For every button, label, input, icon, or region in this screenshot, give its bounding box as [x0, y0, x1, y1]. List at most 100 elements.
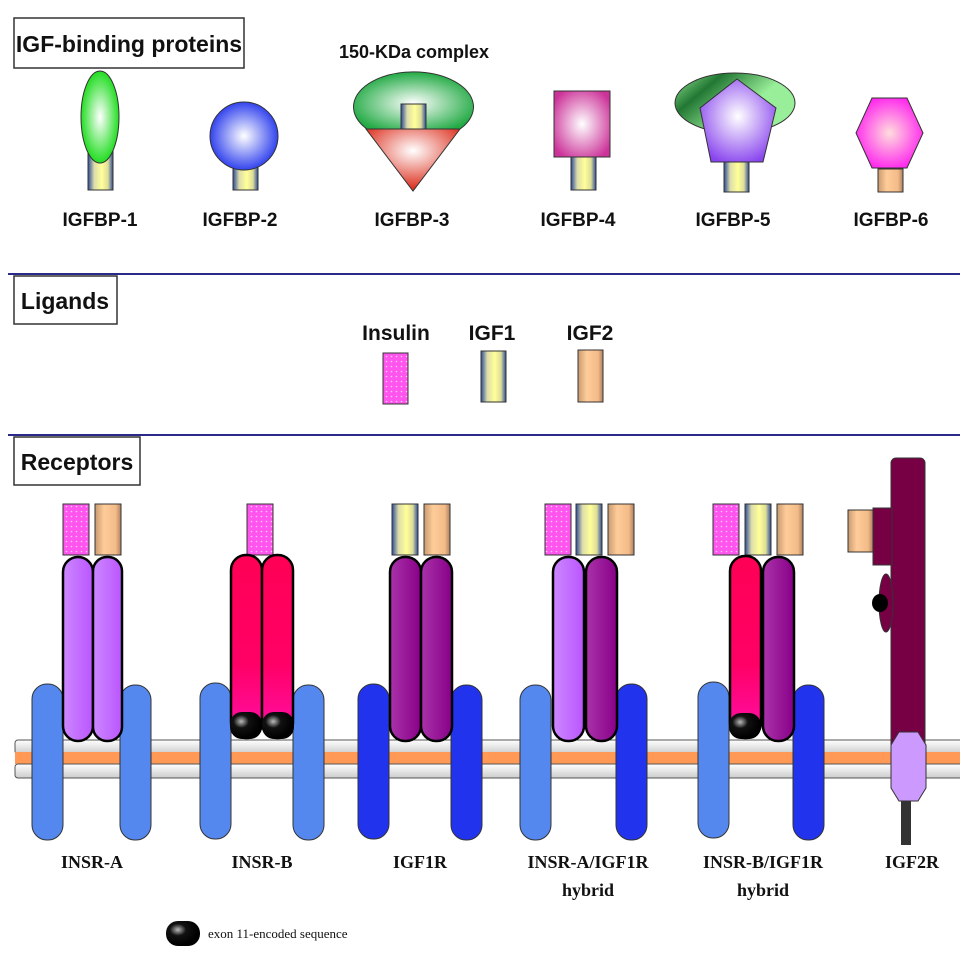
beta-subunit: [31, 683, 64, 841]
igfbp-1-ellipse-icon: [80, 70, 120, 164]
insulin-ligand-icon: [544, 503, 572, 556]
alpha-subunit: [419, 555, 454, 743]
legend-label: exon 11-encoded sequence: [208, 926, 348, 941]
alpha-subunit: [761, 555, 796, 743]
complex-label: 150-KDa complex: [339, 42, 489, 62]
igfbp-3-triangle-icon: [364, 128, 462, 192]
exon11-legend-icon: [166, 921, 200, 946]
receptor-label: INSR-B/IGF1R: [703, 852, 824, 872]
igfbp-2-circle-icon: [209, 101, 279, 171]
acid-labile-subunit-icon: [353, 71, 474, 130]
igf2r-extracellular-domain: [890, 457, 926, 769]
igfbp-4: IGFBP-4: [541, 90, 616, 231]
beta-subunit: [519, 684, 552, 841]
igf2-ligand-icon: [847, 509, 874, 553]
alpha-subunit: [584, 555, 619, 743]
ligand-insulin: Insulin: [362, 322, 430, 405]
igf1-ligand-icon: [570, 156, 597, 191]
alpha-subunit: [91, 555, 124, 743]
receptor-label: INSR-B: [231, 852, 292, 872]
igf2r-cytoplasmic-tail: [901, 800, 911, 845]
alpha-subunit: [260, 553, 295, 740]
igfbp-label: IGFBP-2: [203, 210, 278, 231]
beta-subunit: [450, 684, 483, 841]
igfbp-6-hexagon-icon: [855, 97, 924, 169]
igfbp-label: IGFBP-1: [63, 210, 138, 231]
igfbp-label: IGFBP-6: [854, 210, 929, 231]
igf2r-bound-marker-icon: [872, 594, 888, 612]
beta-subunit: [615, 683, 648, 841]
igf2-ligand-icon: [577, 349, 604, 403]
igfbp-label: IGFBP-5: [696, 210, 771, 231]
beta-subunit: [292, 684, 325, 841]
receptor-insr-a-igf1r-hybrid: INSR-A/IGF1R hybrid: [519, 503, 650, 900]
exon11-sequence-icon: [230, 712, 262, 739]
receptor-label: INSR-A/IGF1R: [527, 852, 649, 872]
beta-subunit: [792, 684, 825, 841]
beta-subunit: [357, 683, 390, 840]
ligand-igf2: IGF2: [567, 322, 614, 403]
igf1-ligand-icon: [480, 350, 507, 403]
section-title: Receptors: [21, 449, 133, 475]
alpha-subunit: [728, 554, 763, 740]
receptor-label: INSR-A: [61, 852, 123, 872]
igf1-ligand-icon: [391, 503, 419, 556]
igfbp-label: IGFBP-3: [375, 210, 450, 231]
igf2r-binding-domain: [872, 507, 893, 566]
receptor-label: hybrid: [562, 880, 614, 900]
receptor-igf1r: IGF1R: [357, 503, 483, 872]
igf2-ligand-icon: [607, 503, 635, 556]
section-header-box: [13, 275, 118, 325]
igf2r-transmembrane-domain: [890, 731, 927, 802]
beta-subunit: [697, 681, 730, 839]
igf2-ligand-icon: [423, 503, 451, 556]
alpha-subunit: [551, 555, 586, 743]
receptor-label: hybrid: [737, 880, 789, 900]
insulin-ligand-icon: [382, 352, 409, 405]
igfbp-4-square-icon: [553, 90, 611, 158]
igf2-ligand-icon: [94, 503, 122, 556]
alpha-subunit: [61, 555, 95, 743]
igfbp-5-pentagon-icon: [699, 78, 777, 163]
igfbp-label: IGFBP-4: [541, 210, 616, 231]
igfbp-6: IGFBP-6: [854, 97, 929, 231]
receptor-label: IGF1R: [393, 852, 448, 872]
receptor-insr-b: INSR-B: [199, 503, 325, 872]
insulin-ligand-icon: [712, 503, 740, 556]
exon11-sequence-icon: [262, 712, 294, 739]
section-title: IGF-binding proteins: [16, 31, 242, 57]
receptor-igf2r: IGF2R: [847, 457, 940, 872]
igf2-ligand-icon: [877, 168, 904, 193]
section-header-box: [13, 436, 141, 486]
ligand-igf1: IGF1: [469, 322, 516, 403]
section-receptors: Receptors INSR-A INSR-B: [13, 436, 960, 946]
section-igf-binding-proteins: IGF-binding proteins 150-KDa complex IGF…: [13, 17, 929, 231]
igf1-ligand-icon: [744, 503, 772, 556]
legend: exon 11-encoded sequence: [166, 921, 348, 946]
beta-subunit: [199, 682, 232, 840]
section-header-box: [13, 17, 245, 69]
ligand-label: IGF1: [469, 322, 516, 345]
section-ligands: Ligands Insulin IGF1 IGF2: [13, 275, 614, 405]
igfbp-3: IGFBP-3: [353, 71, 474, 231]
igf1-ligand-icon: [575, 503, 603, 556]
alpha-subunit: [388, 555, 423, 743]
igfbp-1: IGFBP-1: [63, 70, 138, 231]
insulin-ligand-icon: [246, 503, 274, 556]
section-title: Ligands: [21, 288, 109, 314]
igfbp-5: IGFBP-5: [674, 72, 796, 231]
insulin-ligand-icon: [62, 503, 90, 556]
igf1-ligand-icon: [400, 103, 427, 131]
beta-subunit: [119, 684, 152, 841]
receptor-label: IGF2R: [885, 852, 940, 872]
igf1-ligand-icon: [723, 161, 750, 193]
receptor-insr-a: INSR-A: [31, 503, 152, 872]
ligand-label: IGF2: [567, 322, 614, 345]
igfbp-2: IGFBP-2: [203, 101, 279, 231]
alpha-subunit: [229, 553, 264, 740]
receptor-insr-b-igf1r-hybrid: INSR-B/IGF1R hybrid: [697, 503, 825, 900]
ligand-label: Insulin: [362, 322, 430, 345]
exon11-sequence-icon: [729, 713, 761, 739]
igf2-ligand-icon: [776, 503, 804, 556]
